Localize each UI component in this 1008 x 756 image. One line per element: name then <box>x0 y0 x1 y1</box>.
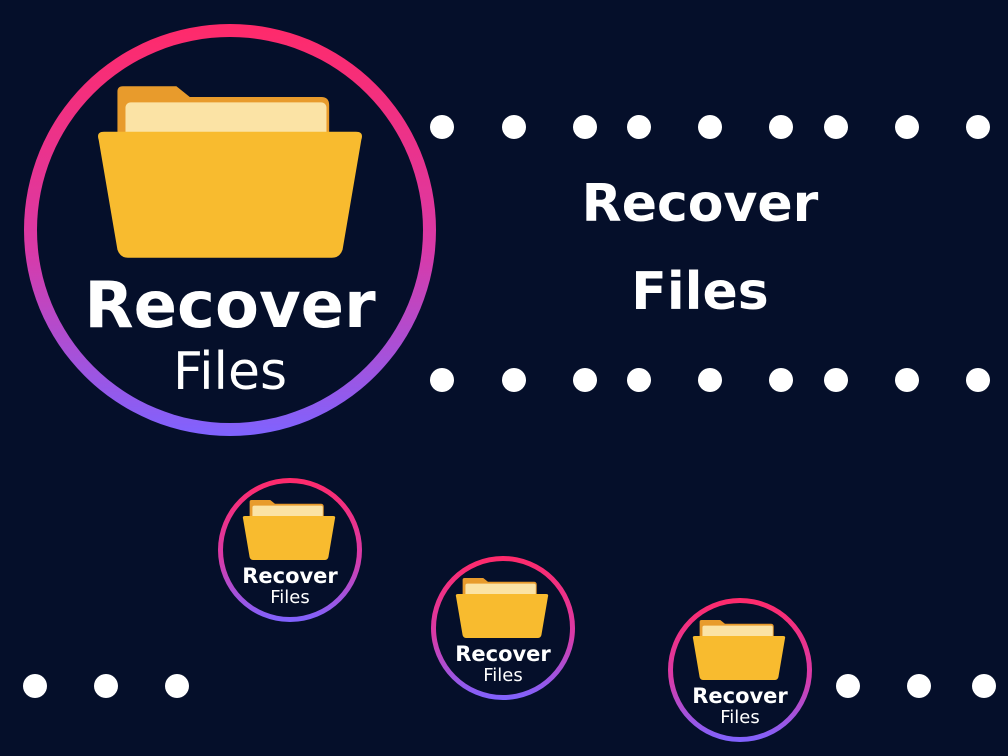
folder-icon <box>455 578 549 638</box>
dot <box>836 674 860 698</box>
dot <box>94 674 118 698</box>
icon-label-line1: Recover <box>84 269 376 343</box>
dot <box>824 115 848 139</box>
icon-label-line1: Recover <box>455 642 551 666</box>
folder-icon <box>692 620 786 680</box>
dot <box>698 115 722 139</box>
dot <box>430 115 454 139</box>
icon-label-line2: Files <box>172 342 288 402</box>
dot <box>824 368 848 392</box>
dot <box>907 674 931 698</box>
dot <box>769 115 793 139</box>
icon-label-line1: Recover <box>242 564 338 588</box>
dot <box>627 368 651 392</box>
dot <box>502 115 526 139</box>
icon-label-line1: Recover <box>692 684 788 708</box>
heading-line1: Recover <box>581 174 819 234</box>
app-icon-small-3: Recover Files <box>668 598 812 742</box>
dot <box>502 368 526 392</box>
folder-icon <box>98 86 362 258</box>
app-icon-small-2: Recover Files <box>431 556 575 700</box>
heading-line2: Files <box>631 262 769 322</box>
dot <box>430 368 454 392</box>
dot <box>972 674 996 698</box>
icon-label-line2: Files <box>720 707 760 728</box>
icon-label-line2: Files <box>483 665 523 686</box>
folder-icon <box>242 500 336 560</box>
app-icon-large: Recover Files <box>24 24 436 436</box>
app-icon-small-1: Recover Files <box>218 478 362 622</box>
dot <box>573 115 597 139</box>
dot <box>966 368 990 392</box>
dot <box>698 368 722 392</box>
dot <box>895 115 919 139</box>
dot <box>769 368 793 392</box>
dot <box>966 115 990 139</box>
dot <box>627 115 651 139</box>
dot <box>573 368 597 392</box>
dot <box>895 368 919 392</box>
icon-label-line2: Files <box>270 587 310 608</box>
dot <box>23 674 47 698</box>
dot <box>165 674 189 698</box>
